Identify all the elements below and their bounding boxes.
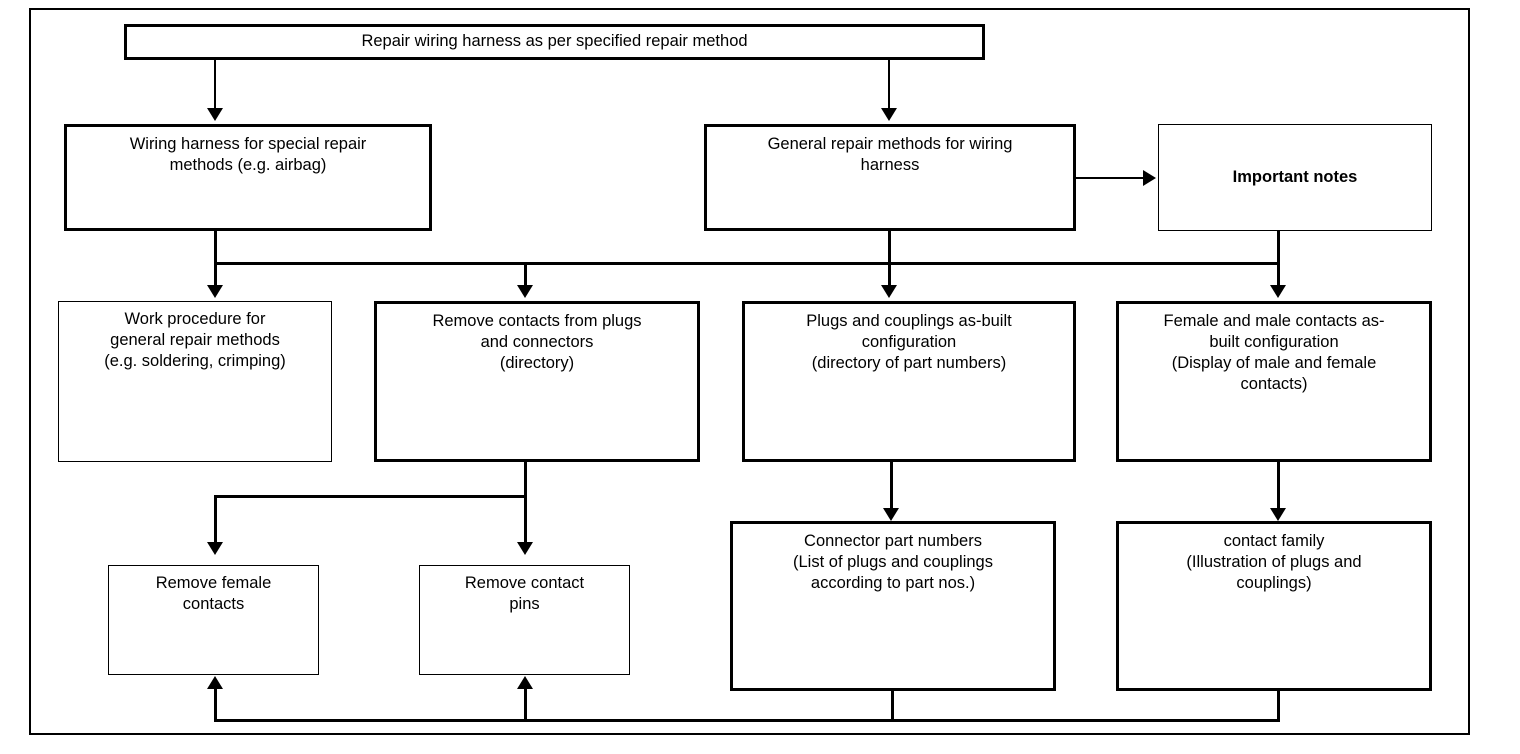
node-remove-contacts-from-plugs[interactable]: Remove contacts from plugs and connector… [374, 301, 700, 462]
node-female-male-contacts-label: Female and male contacts as- built confi… [1163, 312, 1385, 394]
edge-return-to-remove-pins-line [524, 688, 527, 722]
edge-root-to-general-arrow [881, 108, 897, 121]
edge-female-male-to-contact-family-arrow [1270, 508, 1286, 521]
node-work-procedure[interactable]: Work procedure for general repair method… [58, 301, 332, 462]
edge-bus-to-female-male-contacts-line [1277, 262, 1280, 289]
edge-general-to-notes-line [1076, 177, 1146, 179]
edge-plugs-to-connector-numbers-line [890, 462, 893, 512]
node-female-male-contacts[interactable]: Female and male contacts as- built confi… [1116, 301, 1432, 462]
edge-to-remove-contact-pins-arrow [517, 542, 533, 555]
node-general-repair-methods[interactable]: General repair methods for wiring harnes… [704, 124, 1076, 231]
distribution-bus-row3 [214, 262, 1280, 265]
edge-connector-numbers-return-drop [891, 691, 894, 722]
edge-remove-contacts-drop [524, 462, 527, 498]
node-root[interactable]: Repair wiring harness as per specified r… [124, 24, 985, 60]
edge-bus-to-work-procedure-line [214, 262, 217, 289]
node-important-notes[interactable]: Important notes [1158, 124, 1432, 231]
edge-special-drop-to-bus [214, 231, 217, 264]
edge-to-remove-contact-pins-line [524, 495, 527, 545]
edge-bus-to-female-male-contacts-arrow [1270, 285, 1286, 298]
node-remove-female-contacts[interactable]: Remove female contacts [108, 565, 319, 675]
edge-bus-to-remove-contacts-arrow [517, 285, 533, 298]
return-bus-bottom [214, 719, 1280, 722]
node-work-procedure-label: Work procedure for general repair method… [104, 310, 286, 371]
node-remove-contact-pins-label: Remove contact pins [464, 574, 585, 614]
edge-root-to-special-line [214, 60, 216, 110]
edge-return-to-remove-female-line [214, 688, 217, 722]
edge-plugs-to-connector-numbers-arrow [883, 508, 899, 521]
node-plugs-and-couplings[interactable]: Plugs and couplings as-built configurati… [742, 301, 1076, 462]
diagram-outer-frame [29, 8, 1470, 735]
node-remove-contacts-from-plugs-label: Remove contacts from plugs and connector… [432, 312, 642, 373]
edge-bus-to-remove-contacts-line [524, 262, 527, 289]
edge-bus-to-plugs-couplings-arrow [881, 285, 897, 298]
node-plugs-and-couplings-label: Plugs and couplings as-built configurati… [806, 312, 1012, 373]
edge-general-to-notes-arrow [1143, 170, 1156, 186]
edge-root-to-special-arrow [207, 108, 223, 121]
node-connector-part-numbers-label: Connector part numbers (List of plugs an… [793, 532, 993, 593]
edge-root-to-general-line [888, 60, 890, 110]
edge-female-male-to-contact-family-line [1277, 462, 1280, 512]
node-special-repair-methods[interactable]: Wiring harness for special repair method… [64, 124, 432, 231]
node-remove-female-contacts-label: Remove female contacts [155, 574, 272, 614]
edge-general-drop-to-bus [888, 231, 891, 264]
node-contact-family[interactable]: contact family (Illustration of plugs an… [1116, 521, 1432, 691]
edge-to-remove-female-contacts-arrow [207, 542, 223, 555]
edge-remove-contacts-split-bus [214, 495, 527, 498]
edge-bus-to-plugs-couplings-line [888, 262, 891, 289]
edge-bus-to-work-procedure-arrow [207, 285, 223, 298]
node-important-notes-label: Important notes [1232, 167, 1358, 186]
node-general-repair-methods-label: General repair methods for wiring harnes… [767, 135, 1013, 175]
edge-contact-family-return-drop [1277, 691, 1280, 722]
node-contact-family-label: contact family (Illustration of plugs an… [1186, 532, 1362, 593]
node-remove-contact-pins[interactable]: Remove contact pins [419, 565, 630, 675]
node-root-label: Repair wiring harness as per specified r… [361, 32, 748, 51]
edge-return-to-remove-female-arrow [207, 676, 223, 689]
edge-return-to-remove-pins-arrow [517, 676, 533, 689]
node-special-repair-methods-label: Wiring harness for special repair method… [129, 135, 367, 175]
edge-notes-drop-to-bus [1277, 231, 1280, 264]
node-connector-part-numbers[interactable]: Connector part numbers (List of plugs an… [730, 521, 1056, 691]
edge-to-remove-female-contacts-line [214, 495, 217, 545]
